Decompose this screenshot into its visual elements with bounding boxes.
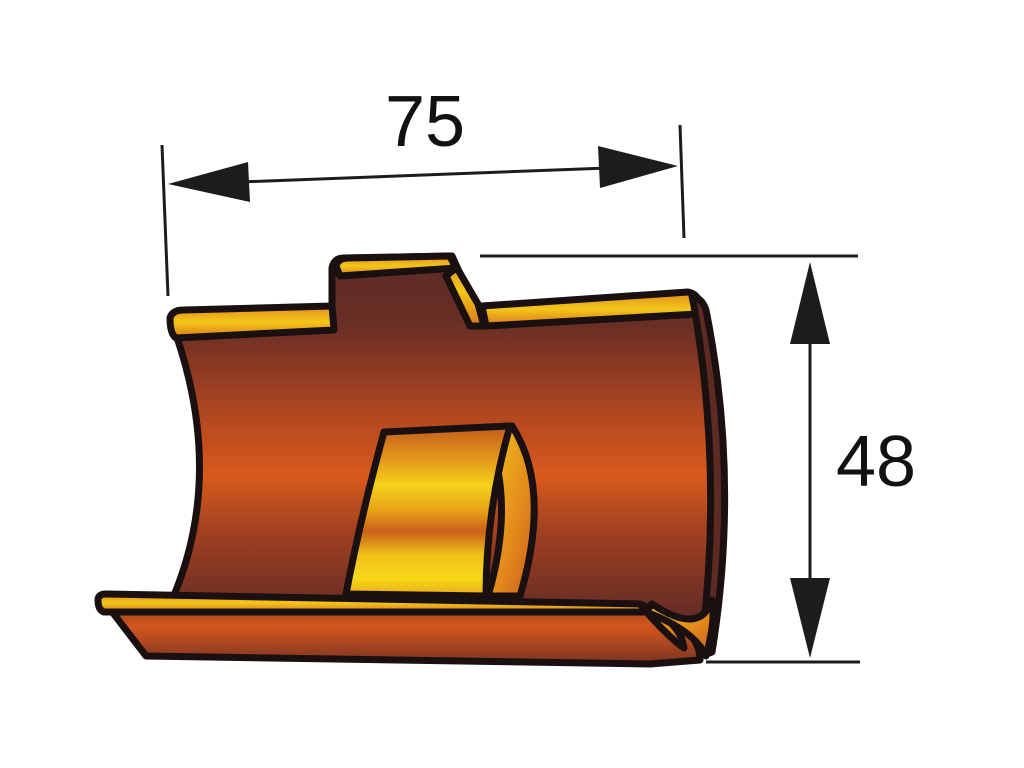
width-extension-left [160, 144, 170, 297]
width-extension-right [678, 124, 686, 239]
clip-insert [342, 422, 538, 600]
width-arrow-right [598, 146, 678, 188]
width-dimension-line [239, 166, 609, 184]
width-label: 75 [385, 82, 465, 162]
height-arrow-top [790, 262, 830, 344]
height-label: 48 [836, 422, 916, 502]
height-arrow-bottom [790, 578, 830, 658]
height-dimension: 48 [480, 254, 916, 664]
bottom-lip [94, 590, 717, 668]
width-dimension: 75 [160, 82, 686, 297]
width-arrow-left [168, 162, 250, 202]
